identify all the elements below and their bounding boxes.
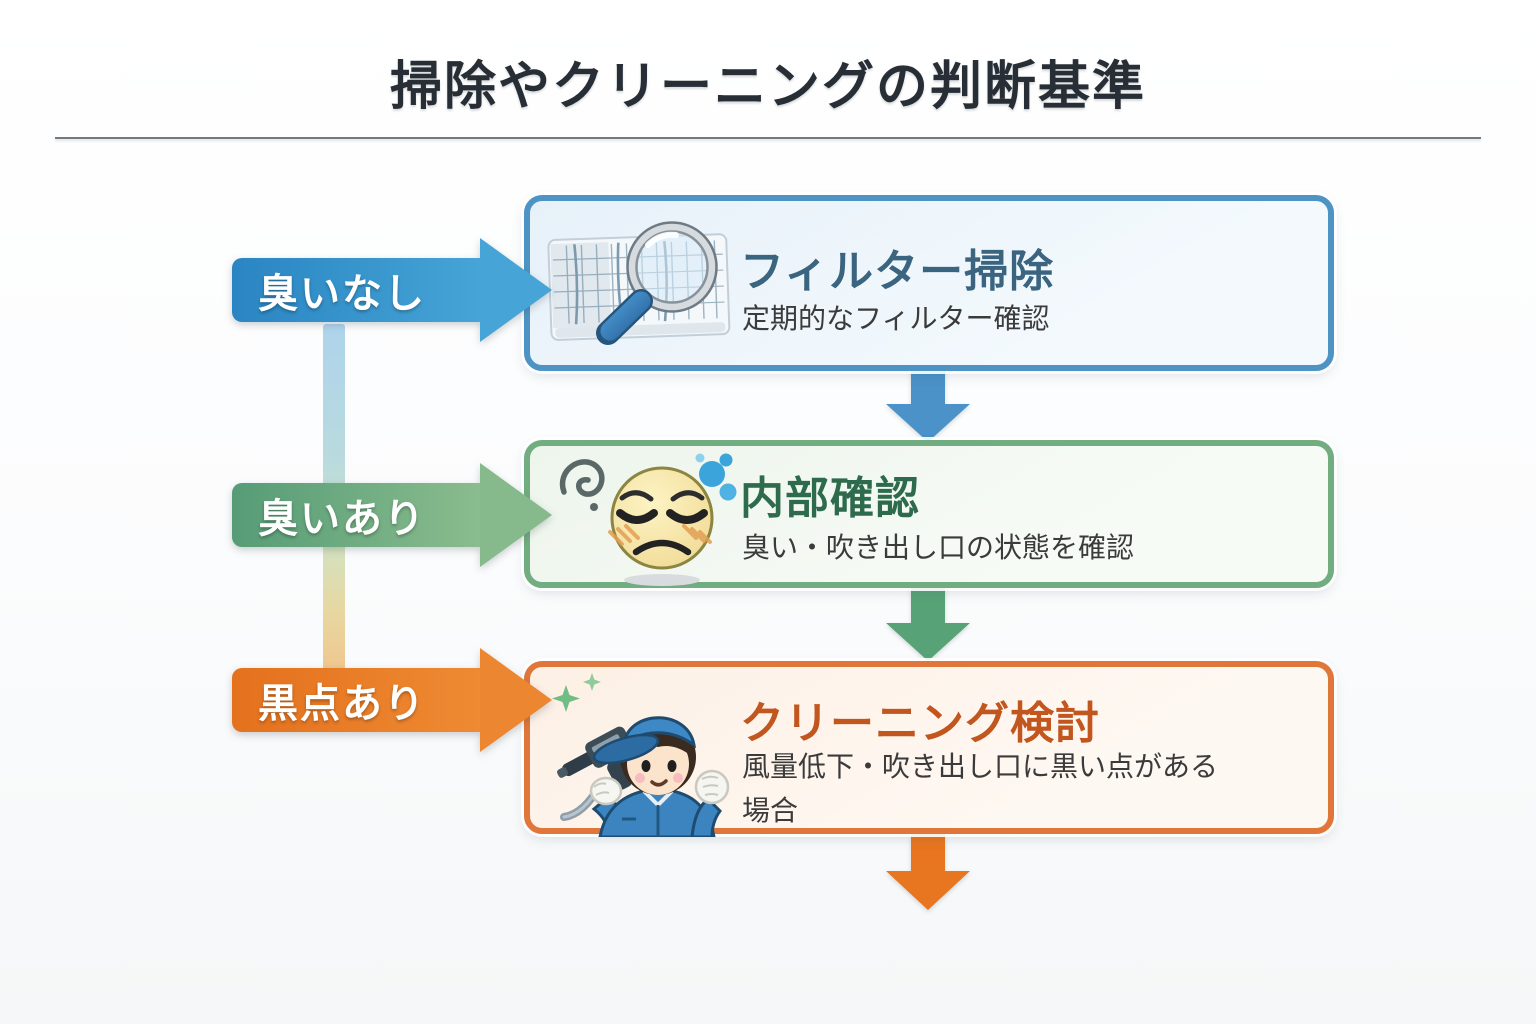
- step-title: フィルター掃除: [740, 247, 1055, 296]
- step-description: 臭い・吹き出し口の状態を確認: [742, 532, 1135, 563]
- condition-arrow-label: 黒点あり: [232, 668, 480, 732]
- worker-cleaning-icon: [552, 673, 730, 837]
- right-arrowhead-icon: [480, 238, 552, 342]
- step-description: 風量低下・吹き出し口に黒い点がある場合: [742, 751, 1219, 826]
- filter-magnifier-icon: [547, 221, 731, 345]
- smelly-face-icon: [559, 453, 737, 586]
- final-down-arrow-icon: [886, 832, 970, 910]
- title-divider: [55, 137, 1481, 139]
- step-box-cleaning-consideration: クリーニング検討 風量低下・吹き出し口に黒い点がある場合: [524, 661, 1334, 837]
- down-arrow-icon: [886, 366, 970, 442]
- right-arrowhead-icon: [480, 463, 552, 567]
- page-title: 掃除やクリーニングの判断基準: [389, 58, 1146, 116]
- step-box-internal-check: 内部確認 臭い・吹き出し口の状態を確認: [524, 440, 1334, 588]
- condition-arrow-label: 臭いなし: [232, 258, 480, 322]
- down-arrow-icon: [886, 585, 970, 661]
- condition-arrow-label: 臭いあり: [232, 483, 480, 547]
- step-box-filter-cleaning: フィルター掃除 定期的なフィルター確認: [524, 195, 1334, 371]
- right-arrowhead-icon: [480, 648, 552, 752]
- step-description: 定期的なフィルター確認: [742, 303, 1050, 334]
- condition-arrow-no-smell: 臭いなし: [232, 238, 552, 342]
- condition-arrow-black-spots: 黒点あり: [232, 648, 552, 752]
- step-title: 内部確認: [740, 474, 920, 523]
- condition-arrow-smell: 臭いあり: [232, 463, 552, 567]
- step-title: クリーニング検討: [740, 699, 1100, 748]
